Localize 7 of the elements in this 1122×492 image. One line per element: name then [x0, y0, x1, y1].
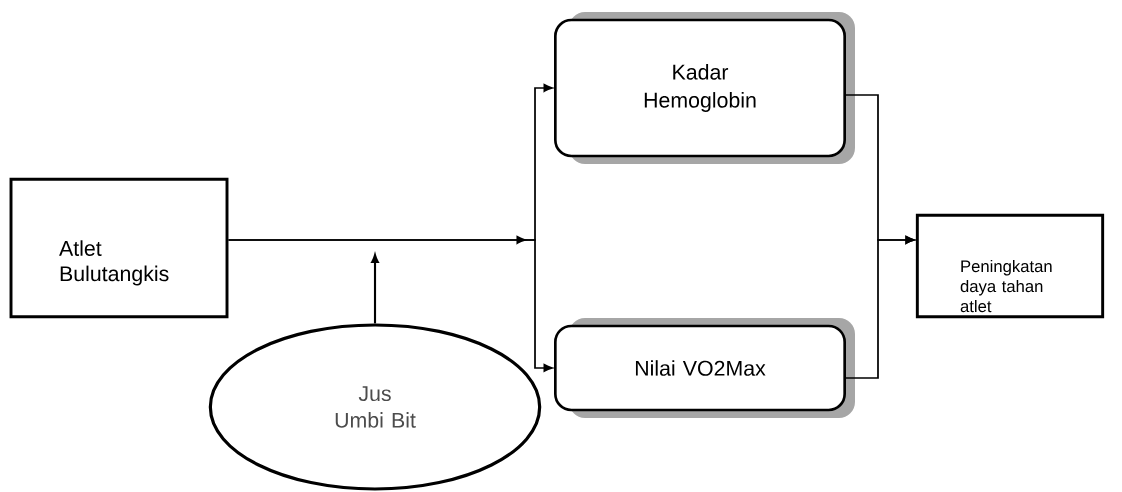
- outcome-box: Nilai VO2Max: [554, 318, 855, 418]
- arrow: [845, 236, 915, 379]
- outcome-box: Kadar Hemoglobin: [554, 12, 855, 164]
- arrow: [227, 239, 553, 372]
- process-box: Peningkatan daya tahan atlet: [915, 213, 1105, 319]
- process-box: Atlet Bulutangkis: [9, 177, 229, 319]
- arrow: [371, 254, 379, 324]
